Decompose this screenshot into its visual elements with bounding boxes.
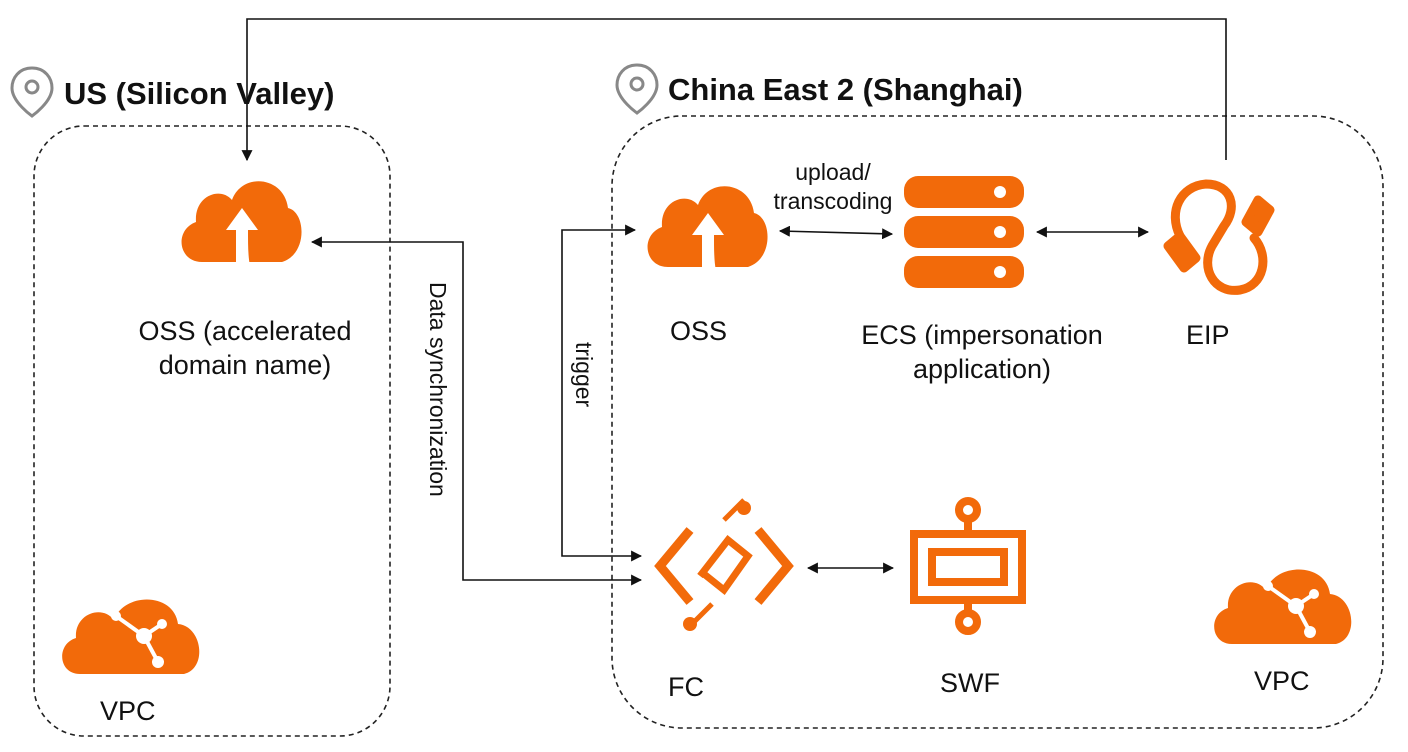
- server-icon: [904, 176, 1024, 288]
- oss-us-label-line1: OSS (accelerated: [138, 316, 352, 346]
- connectors: [241, 18, 1227, 586]
- ecs-label-line2: application): [912, 354, 1052, 384]
- function-compute-icon: [654, 498, 794, 631]
- region-title-china: China East 2 (Shanghai): [668, 72, 1023, 107]
- sync-line: [310, 236, 643, 586]
- trigger-line: [561, 224, 643, 562]
- vpc-cn-label: VPC: [1254, 666, 1310, 696]
- eip-icon: [1163, 179, 1275, 295]
- upload-label: upload/ transcoding: [758, 158, 908, 216]
- vpc-us-label: VPC: [100, 696, 156, 726]
- oss-cn-label: OSS: [670, 316, 728, 346]
- ecs-label: ECS (impersonation application): [842, 318, 1122, 386]
- sync-label: Data synchronization: [425, 282, 451, 497]
- ecs-label-line1: ECS (impersonation: [861, 320, 1103, 350]
- oss-us-label: OSS (accelerated domain name): [110, 314, 380, 382]
- oss-ecs-line: [778, 225, 894, 240]
- location-pin-icon: [615, 63, 659, 115]
- oss-cloud-icon: [181, 181, 302, 266]
- oss-us-label-line2: domain name): [158, 350, 332, 380]
- upload-label-line1: upload/: [795, 159, 871, 185]
- upload-label-line2: transcoding: [773, 188, 893, 214]
- eip-to-oss-us-line: [241, 18, 1227, 162]
- fc-label: FC: [668, 672, 704, 702]
- vpc-cloud-icon: [1214, 569, 1352, 644]
- workflow-icon: [910, 497, 1026, 635]
- trigger-label: trigger: [571, 342, 597, 408]
- swf-label: SWF: [940, 668, 1000, 698]
- region-title-us: US (Silicon Valley): [64, 76, 335, 111]
- location-pin-icon: [10, 66, 54, 118]
- eip-label: EIP: [1186, 320, 1230, 350]
- oss-cloud-icon: [647, 186, 768, 271]
- vpc-cloud-icon: [62, 599, 200, 674]
